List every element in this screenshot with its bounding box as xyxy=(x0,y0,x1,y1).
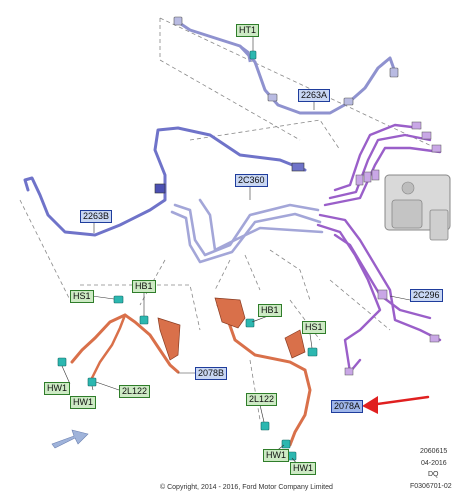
highlight-arrow xyxy=(362,395,430,414)
label-hs1-right: HS1 xyxy=(302,321,326,334)
fitting-2263b-end xyxy=(291,162,305,172)
label-ht1: HT1 xyxy=(236,24,260,37)
label-hw1-left-b: HW1 xyxy=(70,396,96,409)
label-2c296: 2C296 xyxy=(410,289,443,302)
front-direction-arrow xyxy=(51,429,89,449)
label-2l122-right: 2L122 xyxy=(246,393,278,406)
label-2l122-left: 2L122 xyxy=(119,385,151,398)
footer-copyright: © Copyright, 2014 - 2016, Ford Motor Com… xyxy=(160,484,333,491)
brake-line-2263b xyxy=(23,126,307,237)
footer-code-2: 04-2016 xyxy=(421,460,447,467)
label-2c360: 2C360 xyxy=(235,174,268,187)
brake-line-2263a-branch xyxy=(239,45,252,63)
fitting-2263a xyxy=(173,16,399,106)
brake-lines-2c296 xyxy=(316,123,442,374)
label-hs1-left: HS1 xyxy=(70,290,94,303)
fittings-2c296 xyxy=(344,121,442,376)
footer-code-4: F0306701-02 xyxy=(410,483,452,490)
label-2078b: 2078B xyxy=(195,367,228,380)
leader-lines xyxy=(19,17,441,421)
label-2078a: 2078A xyxy=(331,400,364,413)
label-hw1-right-b: HW1 xyxy=(290,462,316,475)
label-hb1-left: HB1 xyxy=(132,280,156,293)
label-hw1-right-a: HW1 xyxy=(263,449,289,462)
label-hw1-left-a: HW1 xyxy=(44,382,70,395)
fitting-2263b xyxy=(154,183,166,194)
brake-lines-2c360 xyxy=(170,198,324,264)
hardware-parts xyxy=(57,50,318,461)
label-2263b: 2263B xyxy=(80,210,113,223)
hose-2078b xyxy=(70,313,181,380)
label-2263a: 2263A xyxy=(298,89,331,102)
brake-line-2263a xyxy=(176,20,397,115)
hose-2078a xyxy=(214,297,312,447)
abs-module xyxy=(384,174,451,241)
label-hb1-right: HB1 xyxy=(258,304,282,317)
footer-code-3: DQ xyxy=(428,471,439,478)
footer-code-1: 2060615 xyxy=(420,448,448,455)
